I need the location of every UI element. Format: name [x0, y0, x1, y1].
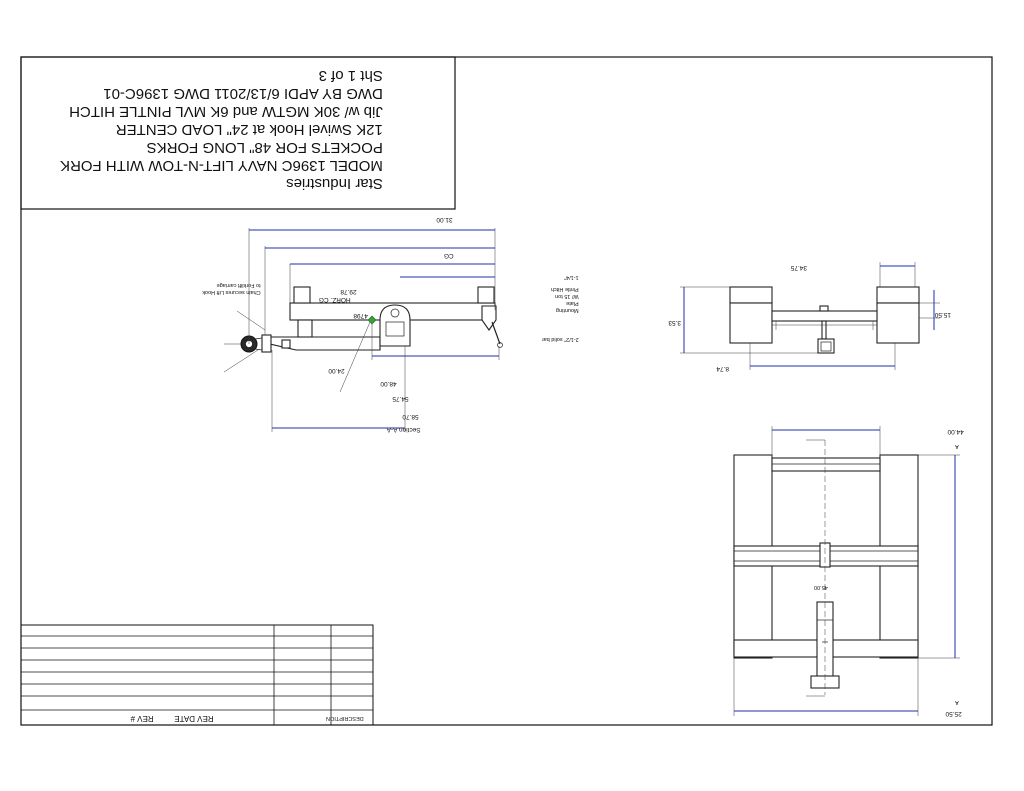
title-model: MODEL 1396C NAVY LIFT-N-TOW WITH FORK — [60, 157, 383, 174]
title-pockets: POCKETS FOR 48" LONG FORKS — [147, 139, 383, 156]
top-dim-top: 25.50 — [945, 710, 962, 717]
title-block: Star Industries MODEL 1396C NAVY LIFT-N-… — [20, 56, 456, 210]
dim-54: 54.75 — [392, 395, 409, 402]
dim-overall: 58.70 — [402, 413, 419, 420]
sheet-border — [20, 56, 993, 726]
dim-48: 48.00 — [380, 380, 397, 387]
dim-section-label: Section A-A — [386, 426, 421, 433]
front-dim-pocket-h: 3.53 — [668, 319, 681, 326]
title-jib: Jib w/ 30K MGTW and 6K MVL PINTLE HITCH — [69, 103, 383, 120]
front-dim-pocket: 8.74 — [716, 365, 729, 372]
section-marker-bottom: A — [955, 443, 959, 449]
horz-cg-label: HORZ. CG — [319, 296, 351, 303]
top-view: 25.50 45.00 44.00 A A — [733, 426, 964, 717]
revision-table: REV # REV DATE DESCRIPTION — [20, 624, 374, 726]
note-solid-bar: 2-1/2" solid bar — [542, 336, 579, 342]
front-view: 15.50 34.75 8.74 3.53 — [668, 262, 951, 372]
dim-24: 24.00 — [328, 367, 345, 374]
top-dim-right: 45.00 — [814, 584, 828, 590]
cg-label: CG — [444, 252, 454, 259]
note-chain-1: to Forklift carriage — [217, 282, 261, 288]
dim-29: 29.78 — [340, 288, 357, 295]
note-mounting-1: Plate — [566, 300, 579, 306]
rev-col-description: DESCRIPTION — [326, 715, 364, 721]
rev-col-date: REV DATE — [174, 714, 213, 723]
title-dwg: DWG BY APDI 6/13/2011 DWG 1396C-01 — [103, 85, 383, 102]
note-pin: 1-1/4" — [564, 274, 579, 280]
rev-col-number: REV # — [130, 714, 154, 723]
title-company: Star Industries — [286, 175, 383, 192]
section-marker-top: A — [955, 699, 959, 705]
note-mounting-3: Pintle Hitch — [551, 286, 579, 292]
front-dim-width: 34.75 — [790, 264, 807, 271]
cg-small-label: 4798 — [353, 312, 368, 319]
top-dim-bottom: 44.00 — [947, 428, 964, 435]
dim-31: 31.00 — [436, 216, 453, 223]
title-sheet: Sht 1 of 3 — [319, 67, 383, 84]
note-mounting-0: Mounting — [556, 307, 579, 313]
front-dim-height: 15.50 — [934, 311, 951, 318]
note-chain-0: Chain secures Lift Hook — [202, 289, 261, 295]
note-mounting-2: W/ 15 ton — [555, 293, 579, 299]
side-view: 4798 Section A-A 58.70 54.75 48.00 24.00… — [202, 216, 579, 433]
title-hook: 12K Swivel Hook at 24" LOAD CENTER — [116, 121, 383, 138]
